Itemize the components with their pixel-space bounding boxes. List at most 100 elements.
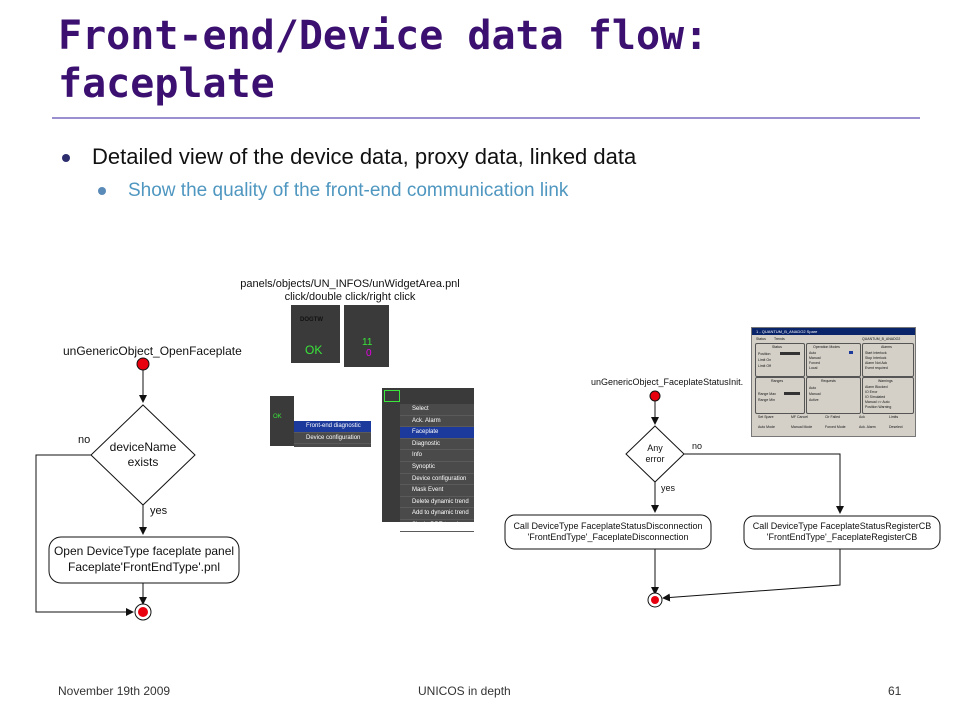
- right-decision-line-1: Any: [647, 443, 663, 453]
- left-action-line-1: Open DeviceType faceplate panel: [53, 544, 235, 558]
- faceplate-warning-row-4: Manual >> Auto: [865, 400, 890, 404]
- right-left-action-line-2: 'FrontEndType'_FaceplateDisconnection: [527, 532, 689, 542]
- faceplate-alarm-row-3: Alarm Not Ack: [865, 361, 888, 365]
- faceplate-device-name: QUANTUM_B_ANADO2: [862, 337, 901, 341]
- widget-counter-panel[interactable]: 11 0: [344, 305, 389, 367]
- menu-item-diagnostic[interactable]: Diagnostic: [400, 439, 474, 451]
- small-context-menu: Front-end diagnostic Device configuratio…: [294, 421, 371, 447]
- faceplate-button-deselect[interactable]: Deselect: [889, 425, 903, 429]
- sub-bullet-dot-icon: [98, 186, 106, 195]
- faceplate-button-limits[interactable]: Limits: [889, 415, 899, 419]
- right-right-action-line-1: Call DeviceType FaceplateStatusRegisterC…: [752, 521, 932, 531]
- left-no-path: [35, 454, 134, 616]
- mini-widget-panel[interactable]: OK: [270, 396, 294, 446]
- menu-item-front-end-diagnostic[interactable]: Front-end diagnostic: [294, 421, 371, 433]
- faceplate-button-grid: Set Spare MF Cancel Clr Failed Ack Limit…: [755, 414, 912, 434]
- title-divider: [52, 117, 920, 119]
- menu-item-faceplate[interactable]: Faceplate: [400, 427, 474, 439]
- menu-item-delete-dynamic-trend[interactable]: Delete dynamic trend: [400, 497, 474, 509]
- menu-item-mask-event[interactable]: Mask Event: [400, 485, 474, 497]
- menu-item-add-to-dynamic-trend[interactable]: Add to dynamic trend: [400, 508, 474, 520]
- faceplate-requests-box: Requests Auto Manual Active: [806, 377, 861, 414]
- menu-item-device-configuration-2[interactable]: Device configuration: [400, 474, 474, 486]
- footer-page-number: 61: [888, 684, 902, 698]
- bullet-2-text: Show the quality of the front-end commun…: [128, 180, 569, 201]
- right-merge-path: [662, 549, 841, 602]
- faceplate-mode-row-2: Manual: [809, 356, 821, 360]
- widget-area-caption: panels/objects/UN_INFOS/unWidgetArea.pnl…: [215, 278, 485, 304]
- faceplate-status-row-1: Position: [758, 352, 771, 356]
- bullet-2: Show the quality of the front-end commun…: [98, 180, 568, 202]
- right-end-node-inner: [651, 596, 659, 604]
- faceplate-warnings-box: Warnings Alarm Blocked IO Error IO Simul…: [862, 377, 914, 414]
- title-line-1: Front-end/Device data flow:: [58, 13, 709, 59]
- widget-counter-bottom: 0: [366, 348, 372, 359]
- right-left-action-line-1: Call DeviceType FaceplateStatusDisconnec…: [513, 521, 703, 531]
- faceplate-warning-row-2: IO Error: [865, 390, 878, 394]
- faceplate-request-row-3: Active: [809, 398, 819, 402]
- faceplate-button-set-spare[interactable]: Set Spare: [758, 415, 774, 419]
- faceplate-button-ack[interactable]: Ack: [859, 415, 865, 419]
- right-right-action-box: [743, 515, 941, 550]
- faceplate-alarms-title: Alarms: [881, 345, 892, 349]
- right-left-action-text: Call DeviceType FaceplateStatusDisconnec…: [505, 521, 711, 543]
- menu-item-ack-alarm[interactable]: Ack. Alarm: [400, 416, 474, 428]
- faceplate-ranges-title: Ranges: [771, 379, 784, 383]
- faceplate-request-row-2: Manual: [809, 392, 821, 396]
- faceplate-warning-row-5: Position Warning: [865, 405, 892, 409]
- faceplate-button-mf-cancel[interactable]: MF Cancel: [791, 415, 808, 419]
- faceplate-modes-title: Operation Modes: [813, 345, 840, 349]
- faceplate-alarm-row-4: Event required: [865, 366, 888, 370]
- left-action-box: [48, 536, 240, 584]
- left-decision-line-1: deviceName: [109, 440, 177, 454]
- right-left-action-box: [504, 514, 712, 550]
- right-right-action-text: Call DeviceType FaceplateStatusRegisterC…: [744, 521, 940, 543]
- faceplate-window: 1 - QUANTUM_B_ANADO2 Spare Status Trends…: [751, 327, 916, 437]
- faceplate-button-clr-failed[interactable]: Clr Failed: [825, 415, 840, 419]
- faceplate-warnings-title: Warnings: [878, 379, 893, 383]
- widget-area-actions: click/double click/right click: [284, 291, 416, 303]
- widget-device-label: DOGTW: [300, 317, 323, 323]
- right-yes-label: yes: [661, 483, 676, 493]
- faceplate-button-ack-alarm[interactable]: Ack. Alarm: [859, 425, 876, 429]
- right-start-node: [649, 390, 661, 402]
- faceplate-tab-trends[interactable]: Trends: [774, 337, 785, 341]
- right-entry-label: unGenericObject_FaceplateStatusInit.: [591, 377, 744, 387]
- widget-counter-top: 11: [362, 337, 373, 348]
- faceplate-alarm-row-2: Stop Interlock: [865, 356, 887, 360]
- faceplate-tab-status[interactable]: Status: [756, 337, 766, 341]
- faceplate-modes-box: Operation Modes Auto Manual Forced Local: [806, 343, 861, 377]
- left-decision-text: deviceName exists: [93, 440, 193, 470]
- faceplate-position-field: [780, 352, 800, 355]
- faceplate-window-titlebar: 1 - QUANTUM_B_ANADO2 Spare: [752, 328, 915, 335]
- right-decision-text: Any error: [630, 443, 680, 465]
- faceplate-ranges-box: Ranges Range Max Range Min: [755, 377, 805, 414]
- left-decision-line-2: exists: [127, 455, 159, 469]
- left-yes-label: yes: [150, 505, 168, 517]
- faceplate-requests-title: Requests: [821, 379, 836, 383]
- left-action-text: Open DeviceType faceplate panel Faceplat…: [49, 543, 239, 575]
- context-trend-icon: [384, 390, 400, 402]
- menu-item-info[interactable]: Info: [400, 450, 474, 462]
- faceplate-mode-row-1: Auto: [809, 351, 817, 355]
- faceplate-status-row-3: Limit Off: [758, 364, 771, 368]
- faceplate-alarm-row-1: Start Interlock: [865, 351, 887, 355]
- faceplate-alarms-box: Alarms Start Interlock Stop Interlock Al…: [862, 343, 914, 377]
- right-no-label: no: [692, 441, 703, 451]
- faceplate-button-forced-mode[interactable]: Forced Mode: [825, 425, 846, 429]
- left-end-node-inner: [138, 607, 148, 617]
- menu-item-device-configuration[interactable]: Device configuration: [294, 433, 371, 445]
- menu-item-single-dpe-trend[interactable]: Single DPE trend: [400, 520, 474, 532]
- menu-item-synoptic[interactable]: Synoptic: [400, 462, 474, 474]
- widget-status-panel[interactable]: DOGTW OK: [291, 305, 340, 363]
- menu-item-select[interactable]: Select: [400, 404, 474, 416]
- faceplate-warning-row-3: IO Simulated: [865, 395, 886, 399]
- footer-date: November 19th 2009: [58, 684, 171, 698]
- faceplate-range-field: [784, 392, 800, 395]
- mini-widget-ok: OK: [273, 414, 282, 420]
- faceplate-status-row-2: Limit On: [758, 358, 772, 362]
- faceplate-range-row-2: Range Min: [758, 398, 775, 402]
- bullet-1: Detailed view of the device data, proxy …: [62, 144, 636, 170]
- faceplate-button-manual-mode[interactable]: Manual Mode: [791, 425, 813, 429]
- faceplate-button-auto-mode[interactable]: Auto Mode: [758, 425, 775, 429]
